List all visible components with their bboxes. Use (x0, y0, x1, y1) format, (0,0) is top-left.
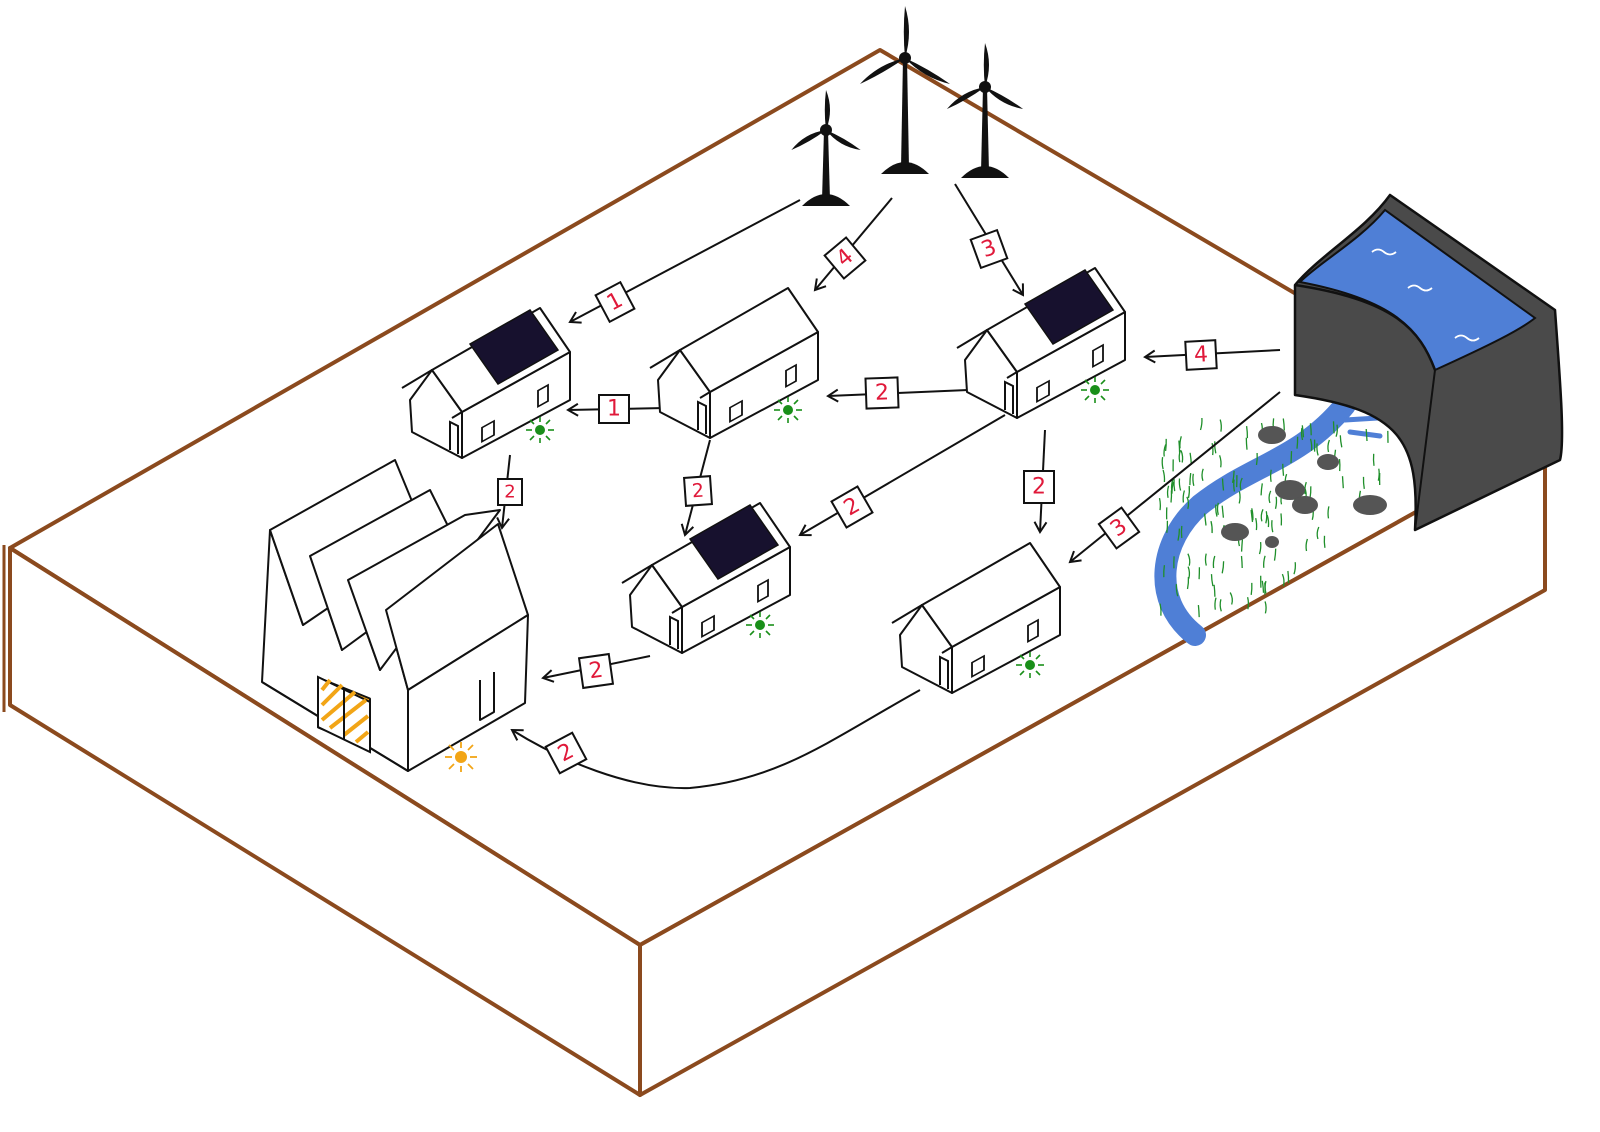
house-icon (621, 502, 791, 654)
flow-label-text: 2 (1032, 475, 1046, 500)
house-icon (891, 542, 1061, 694)
flow-label-dam-to-house-f: 3 (1097, 506, 1141, 550)
flow-label-house-b-to-house-a: 1 (598, 394, 630, 424)
flow-label-text: 1 (607, 397, 621, 422)
flow-label-text: 2 (875, 380, 890, 405)
wind-turbine-icon (791, 90, 861, 206)
flow-label-dam-to-house-c: 4 (1184, 339, 1218, 371)
flow-label-text: 4 (1193, 342, 1208, 368)
flow-labels: 1 4 3 4 3 1 2 2 (497, 228, 1218, 775)
flow-label-text: 2 (504, 482, 515, 503)
wind-turbine-icon (946, 43, 1024, 178)
solar-panel-icon (468, 309, 560, 385)
flow-label-house-d-to-factory: 2 (577, 652, 615, 690)
flow-label-house-c-to-house-f: 2 (1023, 470, 1055, 504)
grass-patch (1158, 408, 1389, 618)
sun-icon (1015, 651, 1045, 679)
house-icon (401, 307, 571, 459)
flow-label-text: 2 (691, 480, 705, 503)
factory-icon (261, 459, 529, 772)
solar-panel-icon (1023, 269, 1115, 345)
flow-label-house-c-to-house-d: 2 (830, 485, 874, 529)
rocks (1221, 426, 1387, 548)
sun-icon (773, 396, 803, 424)
sun-icon (525, 416, 555, 444)
solar-panel-icon (688, 504, 780, 580)
flow-label-house-c-to-house-b: 2 (864, 376, 900, 410)
factory-door (317, 675, 371, 754)
sun-icon (1080, 376, 1110, 404)
wind-turbine-icon (859, 6, 951, 174)
house-icon (956, 267, 1126, 419)
sun-icon (745, 611, 775, 639)
flow-label-wind-to-house-b: 4 (823, 236, 867, 280)
wind-turbine-icon (791, 6, 1024, 206)
hydro-dam-icon (1293, 193, 1564, 532)
sun-icon (445, 742, 477, 772)
flow-line-house-c-to-house-d (798, 414, 1006, 537)
flow-label-text: 2 (587, 658, 604, 685)
flow-line-wind-to-house-b (813, 197, 893, 292)
flow-label-wind-to-house-a: 1 (594, 280, 636, 324)
flow-label-house-b-to-house-d: 2 (682, 475, 714, 507)
flow-label-house-f-to-factory: 2 (544, 731, 588, 775)
flow-label-house-a-to-factory: 2 (497, 478, 523, 506)
house-icon (649, 287, 819, 439)
flow-label-wind-to-house-c: 3 (969, 228, 1009, 270)
